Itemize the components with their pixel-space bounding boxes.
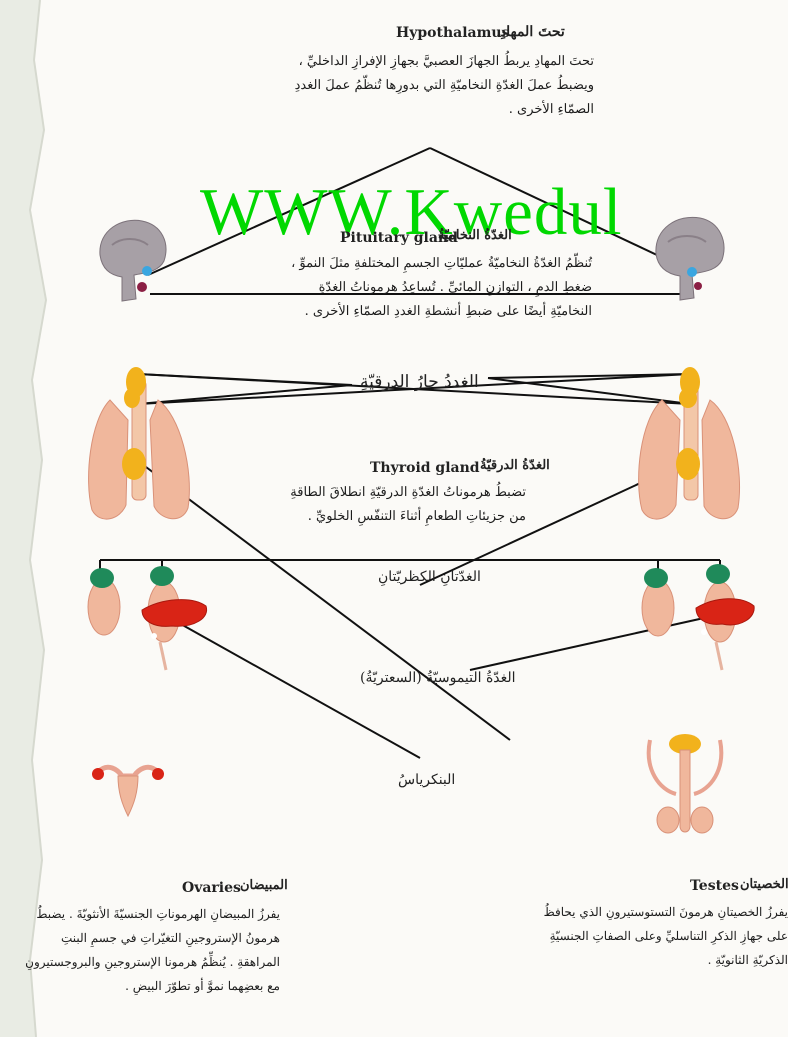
thymus-label: الغدّةُ التيموسيّةُ (السعتريّةُ): [360, 670, 516, 686]
hypothalamus-line: ويضبطُ عملَ الغدّةِ النخاميّةِ التي بدور…: [194, 74, 594, 98]
pituitary-line: ضغطِ الدمِ ، التوازنِ المائيِّ . تُساعِد…: [172, 276, 592, 300]
testes-title-en: Testes: [690, 878, 739, 894]
brain-left-icon: [92, 215, 172, 305]
pituitary-line: النخاميّةِ أيضًا على ضبطِ أنشطةِ الغددِ …: [172, 300, 592, 324]
kidneys-pancreas-left-icon: [82, 562, 232, 672]
kidneys-pancreas-right-icon: [630, 562, 780, 672]
hypothalamus-title-en: Hypothalamus: [396, 25, 509, 41]
ovaries-description: يفرزُ المبيضانِ الهرموناتِ الجنسيّةَ الأ…: [10, 902, 280, 998]
thyroid-title-ar: الغدّةُ الدرقيّةُ: [480, 458, 550, 473]
thyroid-line: من جزيئاتِ الطعامِ أثناءَ التنفّسِ الخلو…: [206, 505, 526, 529]
female-reproductive-icon: [88, 752, 168, 822]
lungs-thyroid-right-icon: [630, 360, 750, 530]
male-reproductive-icon: [640, 730, 730, 840]
ovaries-line: هرمونُ الإستروجينِ التغيّراتِ في جسمِ ال…: [10, 926, 280, 950]
testes-line: الذكريّةِ الثانويّةِ .: [518, 948, 788, 972]
hypothalamus-description: تحتَ المهادِ يربطُ الجهازَ العصبيَّ بجها…: [194, 50, 594, 122]
ovaries-title-ar: المبيضان: [240, 878, 288, 893]
ovaries-line: يفرزُ المبيضانِ الهرموناتِ الجنسيّةَ الأ…: [10, 902, 280, 926]
adrenal-label: الغدّتانِ الكظريّتانِ: [378, 569, 481, 585]
ovaries-title-en: Ovaries: [182, 880, 241, 896]
pituitary-line: تُنظّمُ الغدّةُ النخاميّةُ عمليّاتِ الجس…: [172, 252, 592, 276]
lungs-thyroid-left-icon: [80, 360, 200, 530]
thyroid-title-en: Thyroid gland: [370, 460, 480, 476]
testes-line: على جهازِ الذكرِ التناسليِّ وعلى الصفاتِ…: [518, 924, 788, 948]
hypothalamus-line: الصمّاءِ الأخرى .: [194, 98, 594, 122]
pituitary-title-ar: الغدّةُ النخاميّةُ: [438, 228, 512, 243]
brain-right-icon: [648, 212, 730, 304]
thyroid-description: تضبطُ هرموناتُ الغدّةِ الدرقيّةِ انطلاقَ…: [206, 481, 526, 529]
testes-description: يفرزُ الخصيتانِ هرمونَ التستوستيرونِ الذ…: [518, 900, 788, 972]
hypothalamus-line: تحتَ المهادِ يربطُ الجهازَ العصبيَّ بجها…: [194, 50, 594, 74]
hypothalamus-title-ar: تحتَ المهادِ: [500, 24, 565, 40]
ovaries-line: المراهقةِ . يُنظِّمُ هرمونا الإستروجينِ …: [10, 950, 280, 974]
parathyroid-label: الغددُ جارُ الدرقيّةِ: [360, 372, 479, 392]
pancreas-label: البنكرياسُ: [398, 772, 455, 788]
thyroid-line: تضبطُ هرموناتُ الغدّةِ الدرقيّةِ انطلاقَ…: [206, 481, 526, 505]
testes-line: يفرزُ الخصيتانِ هرمونَ التستوستيرونِ الذ…: [518, 900, 788, 924]
testes-title-ar: الخصيتان: [740, 877, 788, 892]
pituitary-description: تُنظّمُ الغدّةُ النخاميّةُ عمليّاتِ الجس…: [172, 252, 592, 324]
ovaries-line: مع بعضِهما نموَّ أو تطوّرَ البيضِ .: [10, 974, 280, 998]
